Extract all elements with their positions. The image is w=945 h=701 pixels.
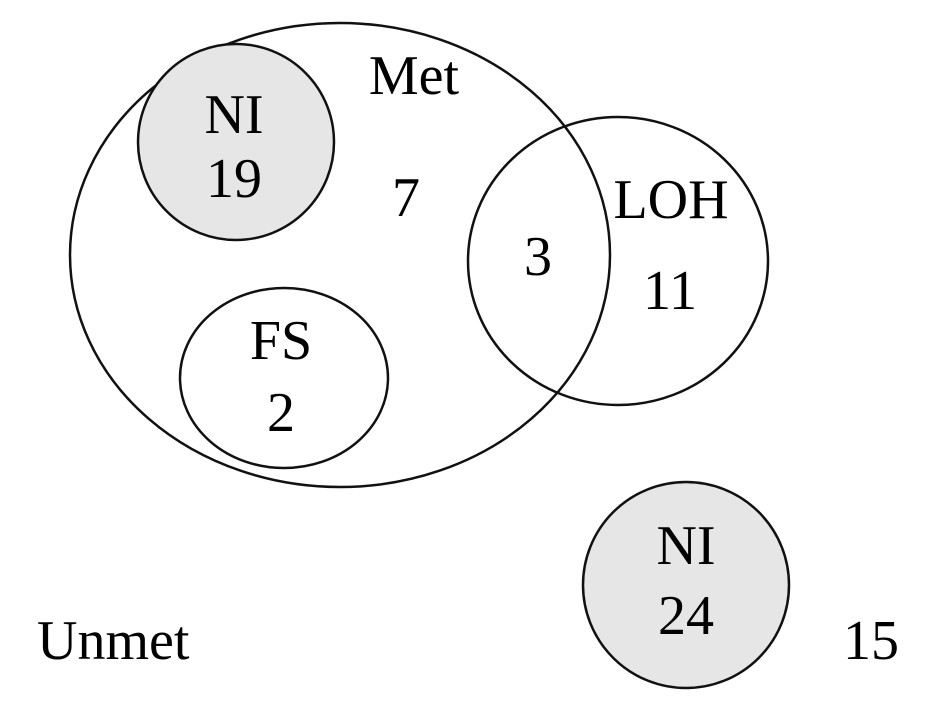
fs-set-label: FS [250, 310, 312, 372]
ni-unmet-label: NI [656, 515, 715, 577]
ni-unmet-circle [581, 480, 791, 690]
fs-count: 2 [267, 382, 295, 444]
fs-set-circle [178, 286, 390, 470]
ni-met-circle [136, 42, 336, 242]
met-loh-overlap-count: 3 [524, 226, 552, 288]
met-only-count: 7 [392, 167, 420, 229]
met-set-label: Met [369, 45, 460, 107]
met-set-ellipse [68, 21, 612, 489]
unmet-label: Unmet [37, 610, 190, 672]
ni-unmet-count: 24 [658, 585, 714, 647]
ni-met-count: 19 [206, 148, 262, 210]
loh-set-label: LOH [613, 169, 728, 231]
loh-set-circle [466, 115, 770, 407]
loh-only-count: 11 [643, 260, 697, 322]
ni-met-label: NI [204, 84, 263, 146]
outside-count: 15 [843, 610, 899, 672]
